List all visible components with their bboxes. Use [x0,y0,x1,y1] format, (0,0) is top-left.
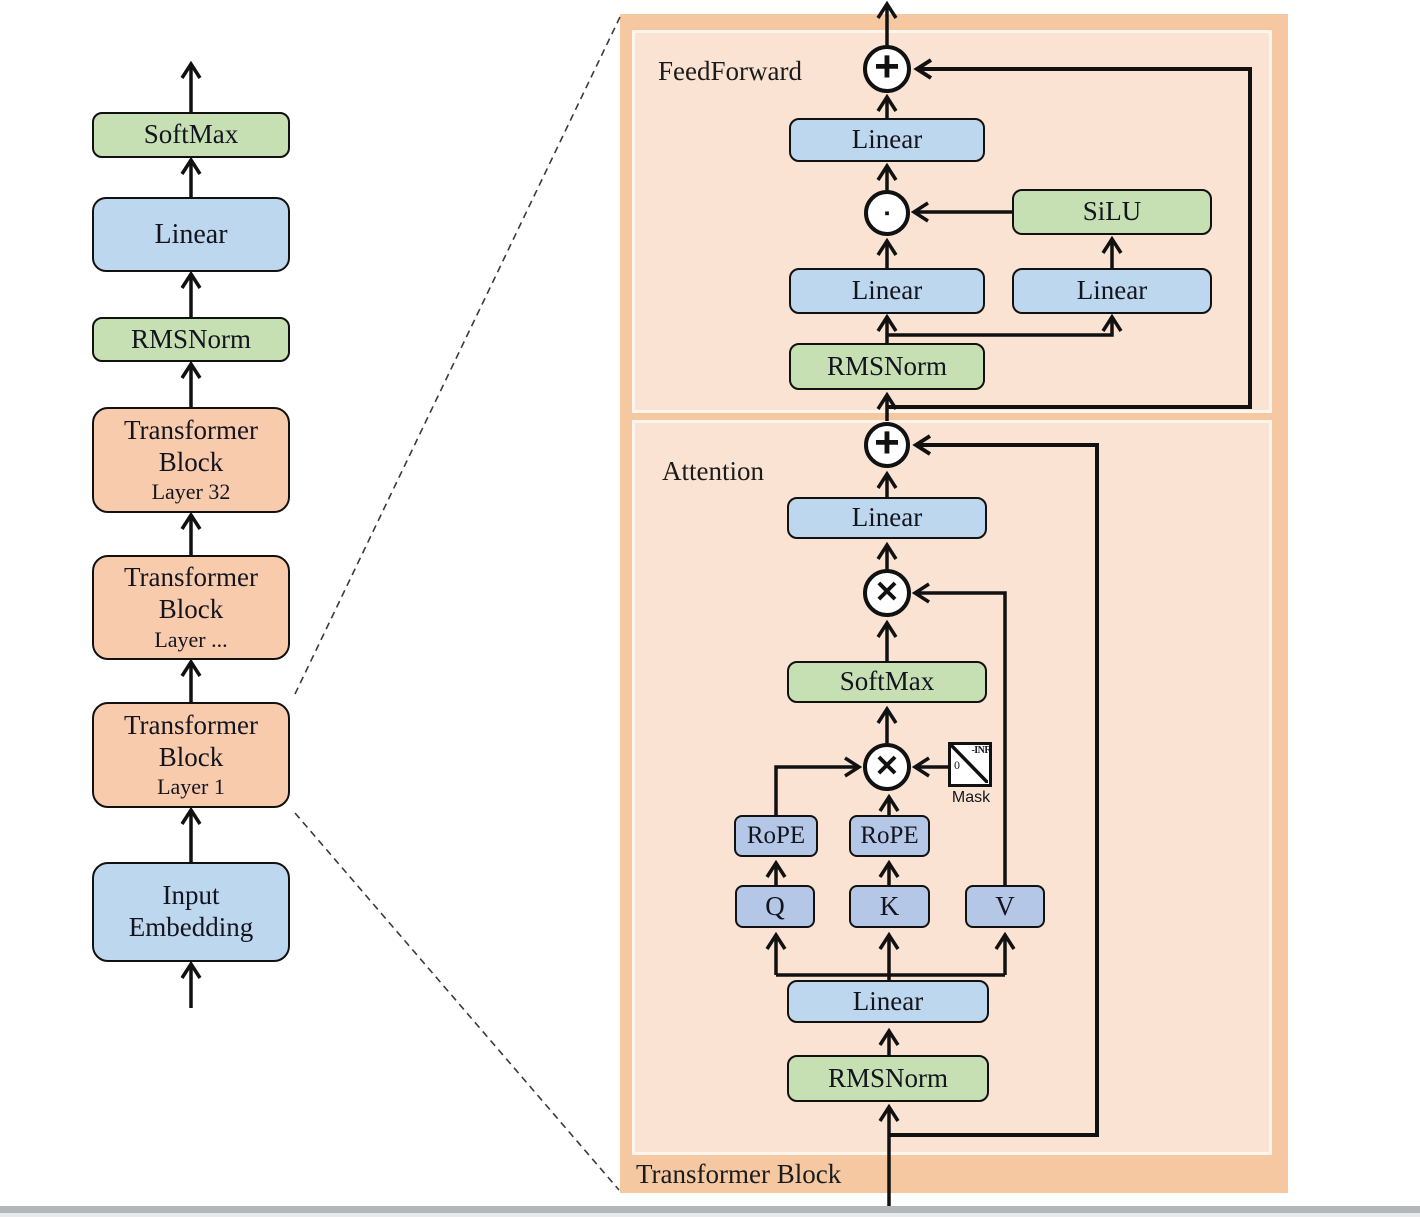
elementwise-multiply-op-icon: ▪ [864,190,910,236]
transformer-block-layer-dots-box: Transformer Block Layer ... [92,555,290,660]
feedforward-wires [876,0,1123,421]
linear-head-box: Linear [92,197,290,272]
attn-rmsnorm-box: RMSNorm [787,1055,989,1102]
attn-softmax-box: SoftMax [787,661,987,703]
left-stack-arrows [180,60,202,1008]
attn-residual-add-op-icon: + [864,421,910,468]
ff-linear-gate-box: Linear [789,268,985,314]
feedforward-label: FeedForward [658,56,802,86]
key-box: K [849,885,930,928]
query-box: Q [735,885,815,928]
causal-mask-icon: -INF 0 [948,742,992,787]
input-embedding-box: Input Embedding [92,862,290,962]
window-bottom-edge-light [0,1213,1420,1217]
zoom-callout-lines [294,16,621,1191]
transformer-block-layer32-box: Transformer Block Layer 32 [92,407,290,513]
mask-label: Mask [951,789,991,806]
ff-linear-down-box: Linear [789,118,985,162]
matmul-v-op-icon: ✕ [863,569,911,617]
rope-q-box: RoPE [734,815,818,857]
transformer-block-layer1-box: Transformer Block Layer 1 [92,702,290,808]
ff-residual-add-op-icon: + [863,45,911,93]
matmul-qk-op-icon: ✕ [863,743,911,791]
transformer-block-title: Transformer Block [636,1159,842,1189]
softmax-output-box: SoftMax [92,112,290,158]
attention-label: Attention [662,456,764,486]
ff-rmsnorm-box: RMSNorm [789,343,985,390]
attn-linear-out-box: Linear [787,497,987,539]
value-box: V [965,885,1045,928]
attention-section [632,420,1272,1155]
ff-linear-up-box: Linear [1012,268,1212,314]
window-bottom-edge [0,1206,1420,1213]
attn-linear-qkv-box: Linear [787,980,989,1023]
mask-diagonal-line [949,743,990,785]
residual-connections [887,58,1252,1137]
ff-silu-box: SiLU [1012,189,1212,235]
attention-wires [765,470,1016,1208]
rmsnorm-final-box: RMSNorm [92,317,290,362]
rope-k-box: RoPE [849,815,930,857]
